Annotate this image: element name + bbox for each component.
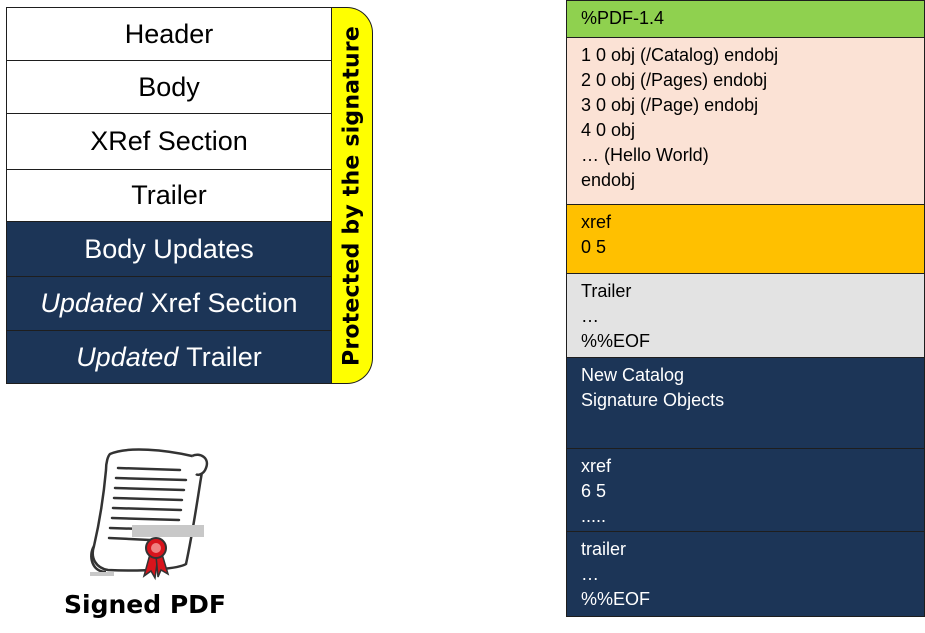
structure-xref-block: XRef Section <box>6 113 332 170</box>
file-updated-trailer-block: trailer … %%EOF <box>566 531 925 617</box>
file-line: … (Hello World) <box>581 144 709 165</box>
structure-header-label: Header <box>124 18 214 49</box>
signature-coverage-bracket: Protected by the signature <box>332 7 373 384</box>
file-line: %%EOF <box>581 330 651 351</box>
structure-body-block: Body <box>6 59 332 115</box>
structure-body-label: Body <box>138 71 200 102</box>
file-line: xref <box>581 212 612 232</box>
file-line: 0 5 <box>581 237 607 257</box>
file-line: 3 0 obj (/Page) endobj <box>581 94 759 115</box>
structure-updated-xref-block: Updated Xref Section <box>6 275 332 332</box>
bracket-label: Protected by the signature <box>339 25 365 366</box>
file-updated-xref-block: xref 6 5 ..... <box>566 447 925 533</box>
file-body-block: 1 0 obj (/Catalog) endobj 2 0 obj (/Page… <box>566 36 925 206</box>
file-header-block: %PDF-1.4 <box>566 0 925 38</box>
file-line: Signature Objects <box>581 390 725 410</box>
signed-certificate-icon <box>88 440 216 590</box>
structure-xref-label: XRef Section <box>90 126 248 156</box>
file-trailer-block: Trailer … %%EOF <box>566 272 925 359</box>
file-line: trailer <box>581 539 627 559</box>
pdf-file-contents: %PDF-1.4 1 0 obj (/Catalog) endobj 2 0 o… <box>566 0 925 617</box>
structure-body-updates-label: Body Updates <box>84 233 254 264</box>
file-line: 4 0 obj <box>581 119 636 140</box>
structure-trailer-block: Trailer <box>6 168 332 223</box>
structure-updated-xref-label: Xref Section <box>150 288 298 318</box>
structure-updated-trailer-block: Updated Trailer <box>6 330 332 384</box>
file-line: … <box>581 564 599 584</box>
file-line: 6 5 <box>581 480 607 501</box>
file-line: 2 0 obj (/Pages) endobj <box>581 69 768 90</box>
file-line: … <box>581 305 599 326</box>
structure-header-block: Header <box>6 7 332 61</box>
file-line: New Catalog <box>581 365 685 385</box>
structure-updated-xref-italic: Updated <box>40 288 143 318</box>
file-line: endobj <box>581 169 636 190</box>
structure-body-updates-block: Body Updates <box>6 221 332 277</box>
file-line: %%EOF <box>581 589 651 609</box>
file-xref-block: xref 0 5 <box>566 204 925 274</box>
structure-trailer-label: Trailer <box>131 180 207 210</box>
signed-pdf-caption: Signed PDF <box>64 590 226 619</box>
file-line: %PDF-1.4 <box>581 8 665 28</box>
structure-updated-trailer-label: Trailer <box>186 341 262 372</box>
pdf-structure-stack: Header Body XRef Section Trailer Body Up… <box>6 7 332 384</box>
file-line: ..... <box>581 505 607 526</box>
structure-updated-trailer-italic: Updated <box>76 341 179 372</box>
file-line: xref <box>581 455 612 476</box>
file-line: Trailer <box>581 280 632 301</box>
file-line: 1 0 obj (/Catalog) endobj <box>581 44 779 65</box>
file-new-catalog-block: New Catalog Signature Objects <box>566 357 925 449</box>
